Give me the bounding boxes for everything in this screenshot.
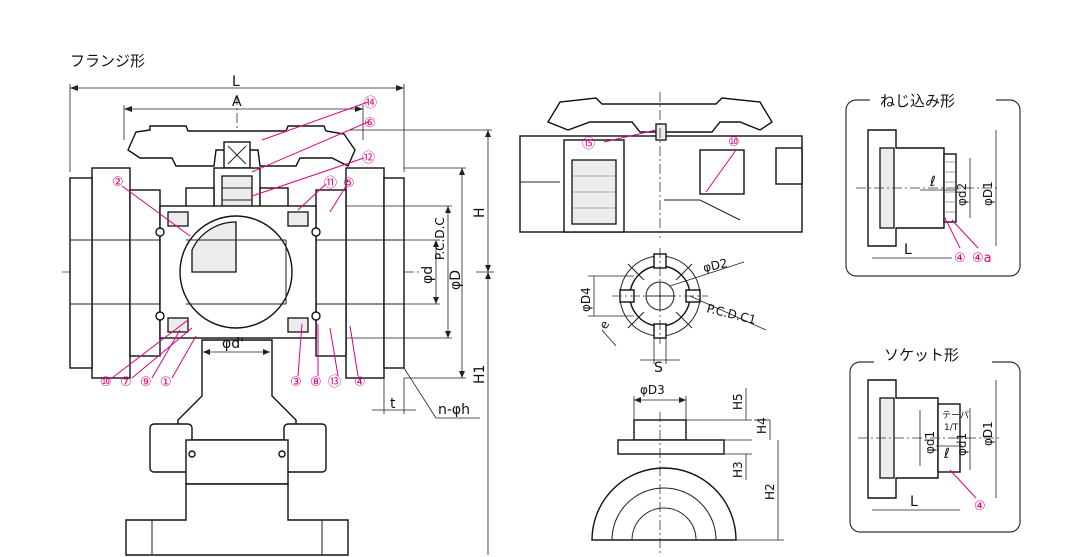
screw-type-panel: ねじ込み形 ℓ φd2 φD1 L ④ ④a <box>845 90 1021 277</box>
callout-11: ⑪ <box>324 176 337 191</box>
mounting-pad-view <box>591 412 737 555</box>
screw-callout-4: ④ <box>954 251 966 266</box>
callout-7: ⑦ <box>120 375 132 390</box>
label-pcdc: P.C.D.C <box>433 217 447 260</box>
callouts-flange: ⑭ ⑥ ⑫ ⑪ ⑤ ② ⑩ ⑦ ⑨ ① ③ ⑧ ⑬ ④ <box>100 96 377 390</box>
callout-6: ⑥ <box>364 116 376 131</box>
label-H4: H4 <box>755 417 769 434</box>
label-H1: H1 <box>472 365 488 384</box>
screw-label-phi-d2: φd2 <box>955 183 969 206</box>
screw-label-L: L <box>904 242 912 258</box>
label-phi-d-prime: φd' <box>222 336 244 352</box>
lower-stand <box>125 339 349 556</box>
label-H5: H5 <box>731 393 745 410</box>
title-flange: フランジ形 <box>70 52 145 70</box>
label-e: e <box>596 318 612 331</box>
stem-top-view <box>612 248 708 344</box>
title-socket: ソケット形 <box>884 346 959 364</box>
callout-8: ⑧ <box>310 375 322 390</box>
label-H3: H3 <box>731 461 745 478</box>
socket-label-phi-d1b: φd1 <box>955 433 969 456</box>
handle-section-view <box>519 97 803 233</box>
socket-label-L: L <box>910 494 918 510</box>
mounting-pad-dims: φD3 H5 H4 H3 H2 <box>633 383 784 541</box>
title-screw: ねじ込み形 <box>880 92 955 110</box>
callout-3: ③ <box>290 375 302 390</box>
flange-left <box>69 167 161 379</box>
callout-10: ⑩ <box>100 375 112 390</box>
dimension-right-group: φd P.C.D.C φD H H1 t n-φh <box>346 129 494 555</box>
socket-label-taper: テーパ <box>942 410 969 421</box>
label-H2: H2 <box>763 483 777 500</box>
callout-13: ⑬ <box>328 375 341 390</box>
socket-label-phi-d1: φd1 <box>923 431 937 454</box>
label-phi-D: φD <box>448 270 464 290</box>
callouts-section: ⑮ ⑩ <box>582 129 740 193</box>
label-pcdc1: P.C.D.C1 <box>705 301 757 327</box>
callout-4: ④ <box>354 375 366 390</box>
callout-10b: ⑩ <box>728 135 740 150</box>
label-L: L <box>232 74 240 90</box>
callout-5: ⑤ <box>343 176 355 191</box>
dimension-L: L <box>69 74 405 172</box>
callout-9: ⑨ <box>140 375 152 390</box>
label-H: H <box>472 207 488 218</box>
dimension-phi-d-prime: φd' <box>203 336 270 355</box>
callout-15: ⑮ <box>582 137 595 152</box>
label-S: S <box>654 360 663 376</box>
flange-right <box>315 167 405 379</box>
socket-callout-4: ④ <box>974 499 986 514</box>
socket-type-panel: ソケット形 φd1 テーパ 1/T ℓ φd1 φD1 L ④ <box>849 344 1021 533</box>
label-n-phi-h: n-φh <box>438 402 470 418</box>
screw-label-phi-D1: φD1 <box>981 181 995 206</box>
callout-14: ⑭ <box>364 96 377 111</box>
label-phi-D3: φD3 <box>640 383 665 397</box>
callout-12: ⑫ <box>362 151 375 166</box>
socket-label-taper-ratio: 1/T <box>944 423 959 433</box>
callout-2: ② <box>112 175 124 190</box>
label-phi-d: φd <box>420 266 436 284</box>
socket-label-phi-D1: φD1 <box>981 421 995 446</box>
handle <box>127 125 356 169</box>
screw-label-l: ℓ <box>929 174 936 190</box>
label-phi-D4: φD4 <box>579 287 593 312</box>
socket-label-l: ℓ <box>943 446 950 462</box>
callout-1: ① <box>160 375 172 390</box>
label-phi-D2: φD2 <box>702 256 729 275</box>
label-t: t <box>390 396 396 412</box>
screw-callout-4a: ④a <box>972 251 992 266</box>
ball <box>179 215 293 329</box>
